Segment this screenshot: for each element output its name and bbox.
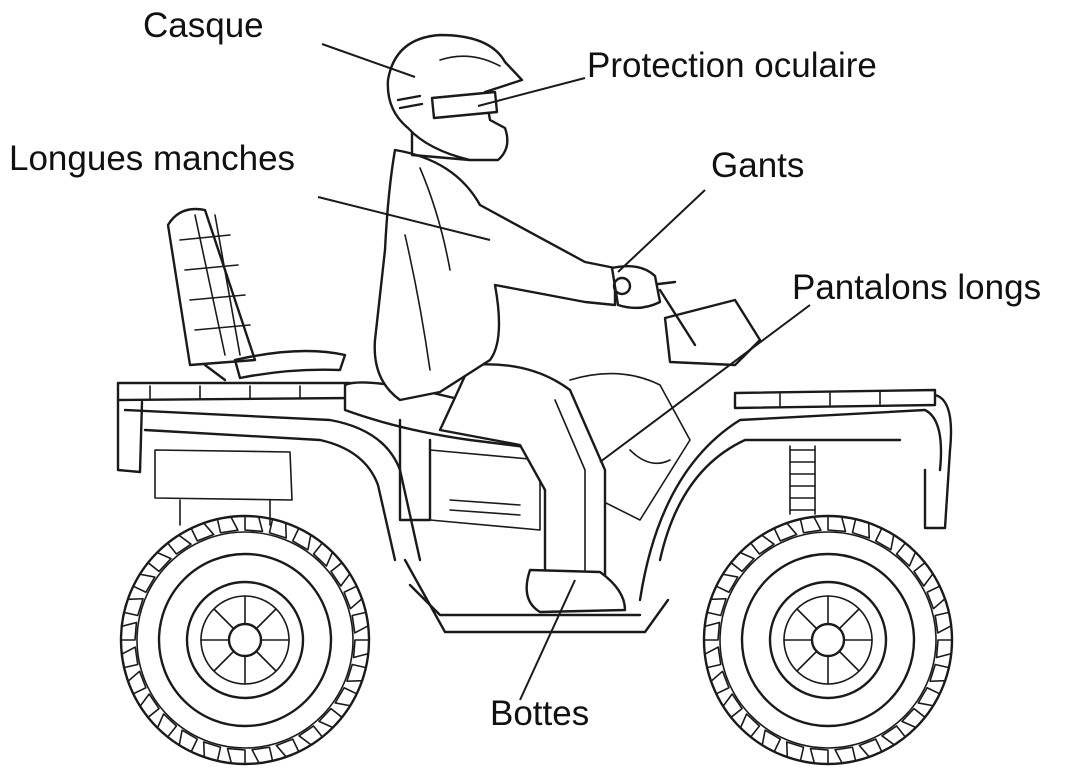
tire-tread-block [268,518,288,539]
tire-tread-block [139,693,160,719]
tire-tread-block [929,663,950,683]
tire-tread-block [739,713,761,738]
tire-tread-block [132,573,156,594]
tire-tread-block [291,527,312,551]
tire-tread-block [935,639,953,659]
tire-tread-block [913,561,934,587]
tire-tread-block [917,686,941,707]
tire-tread-block [343,585,363,610]
tire-tread-block [874,527,895,551]
front-wheel [702,514,954,766]
tire-tread-block [809,747,829,765]
tire-tread-block [202,741,222,762]
tire-tread-block [298,725,324,746]
tire-tread-block [330,561,351,587]
label-helmet: Casque [143,6,264,45]
tire-tread-block [216,516,239,534]
tire-tread-block [749,534,775,555]
tire-tread-block [121,646,139,669]
tire-tread-block [710,670,730,695]
tire-tread-block [703,621,721,641]
tire-tread-block [346,663,367,683]
tire-tread-block [244,515,264,533]
label-boots: Bottes [490,694,590,733]
tire-tread-block [934,611,952,634]
tire-tread-block [127,670,147,695]
tire-tread-block [156,713,178,738]
label-long-sleeves: Longues manches [9,139,296,178]
tire-tread-block [926,585,946,610]
rider [373,33,662,614]
rear-wheel [119,514,371,766]
tire-tread-block [858,738,883,758]
tire-tread-block [178,729,199,753]
tire-tread-block [120,621,138,641]
tire-tread-block [881,725,907,746]
tire-tread-block [901,707,926,729]
tire-tread-block [706,597,727,617]
tire-tread-block [827,515,847,533]
tire-tread-block [251,746,274,764]
tire-tread-block [834,746,857,764]
tire-tread-block [190,522,215,542]
tire-tread-block [761,729,782,753]
tire-tread-block [715,573,739,594]
leader-lines [317,43,811,701]
tire-tread-block [334,686,358,707]
tire-tread-block [773,522,798,542]
tire-tread-block [351,611,369,634]
tire-tread-block [730,551,755,573]
tire-tread-block [318,707,343,729]
tire-tread-block [895,542,917,567]
tire-tread-block [275,738,300,758]
label-eye-protection: Protection oculaire [587,46,877,85]
tire-tread-block [226,747,246,765]
tire-tread-block [722,693,743,719]
tire-tread-block [312,542,334,567]
tire-tread-block [166,534,192,555]
label-long-pants: Pantalons longs [792,268,1042,307]
tire-tread-block [352,639,370,659]
tire-tread-block [851,518,871,539]
tire-tread-block [704,646,722,669]
tire-tread-block [785,741,805,762]
tire-tread-block [799,516,822,534]
tire-tread-block [147,551,172,573]
label-gloves: Gants [711,146,805,185]
tire-tread-block [123,597,144,617]
